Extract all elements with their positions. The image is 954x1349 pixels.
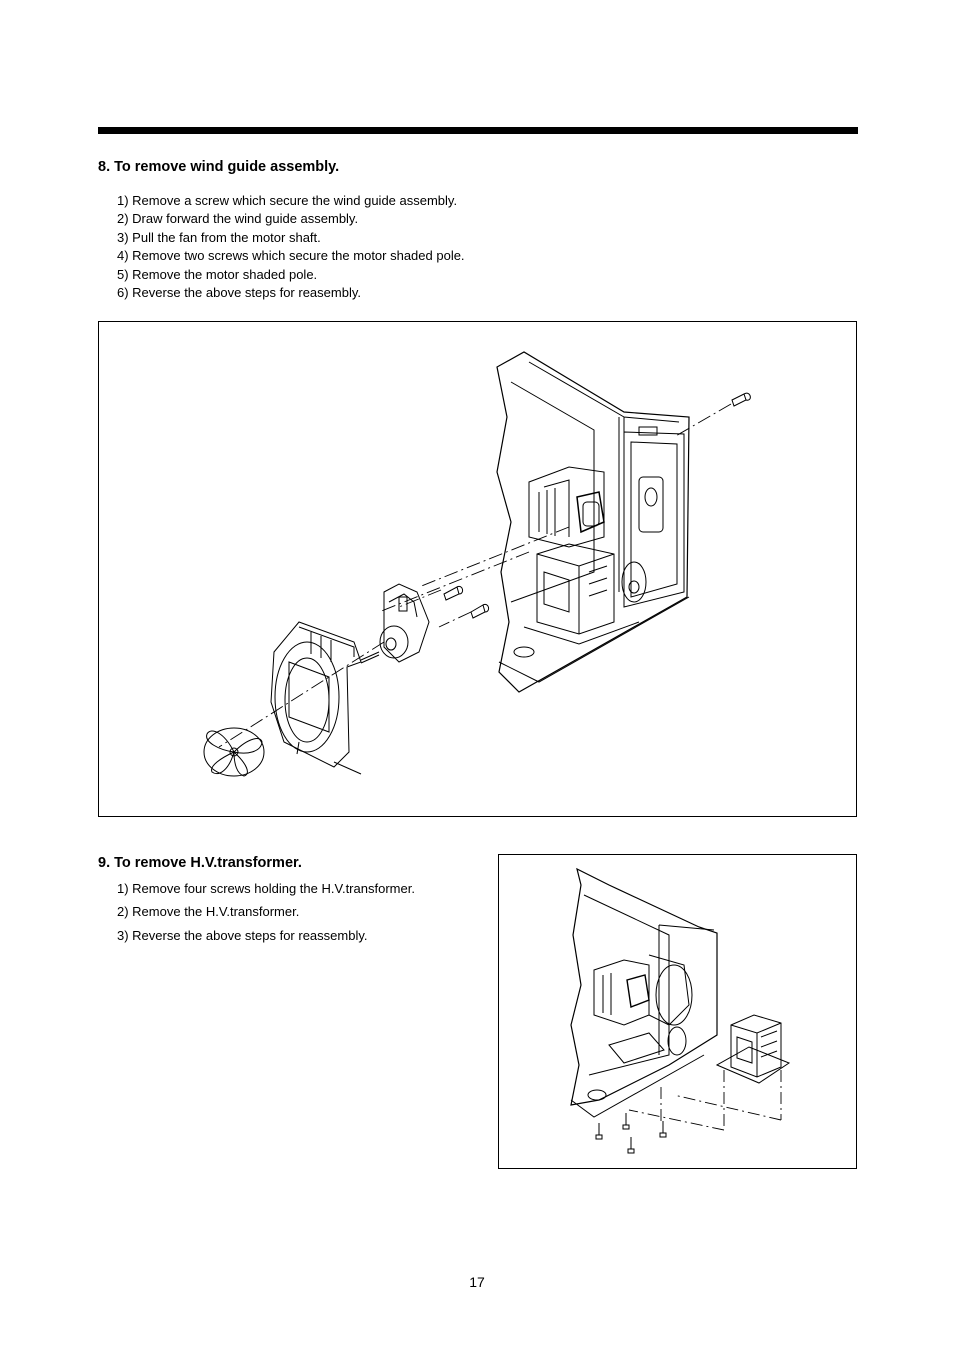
page-number: 17 xyxy=(469,1274,485,1290)
screw-icon xyxy=(627,1137,635,1154)
hv-transformer-removal-figure xyxy=(498,854,857,1169)
wind-guide-removal-figure xyxy=(98,321,857,817)
screw-icon xyxy=(470,603,490,619)
step-item: 5) Remove the motor shaded pole. xyxy=(117,266,318,282)
step-item: 6) Reverse the above steps for reasembly… xyxy=(117,284,361,300)
step-item: 2) Draw forward the wind guide assembly. xyxy=(117,211,359,227)
section-8-heading: 8. To remove wind guide assembly. xyxy=(98,159,340,175)
screw-icon xyxy=(443,585,464,601)
step-item: 4) Remove two screws which secure the mo… xyxy=(117,248,465,264)
wind-guide-exploded-drawing xyxy=(203,351,751,777)
top-rule xyxy=(98,127,858,134)
section-8-steps: 1) Remove a screw which secure the wind … xyxy=(117,192,465,302)
step-item: 2) Remove the H.V.transformer. xyxy=(117,904,300,920)
fan-blade-icon xyxy=(203,727,265,777)
screw-icon xyxy=(659,1121,667,1138)
hv-transformer-exploded-drawing xyxy=(570,867,791,1154)
screw-icon xyxy=(731,392,751,407)
step-item: 1) Remove a screw which secure the wind … xyxy=(117,193,458,208)
screw-icon xyxy=(595,1123,603,1140)
step-item: 3) Reverse the above steps for reassembl… xyxy=(117,927,368,943)
screw-icon xyxy=(622,1113,630,1130)
step-item: 1) Remove four screws holding the H.V.tr… xyxy=(117,881,415,896)
section-9-heading: 9. To remove H.V.transformer. xyxy=(98,855,302,871)
step-item: 3) Pull the fan from the motor shaft. xyxy=(117,229,321,245)
section-9-steps: 1) Remove four screws holding the H.V.tr… xyxy=(117,877,415,947)
